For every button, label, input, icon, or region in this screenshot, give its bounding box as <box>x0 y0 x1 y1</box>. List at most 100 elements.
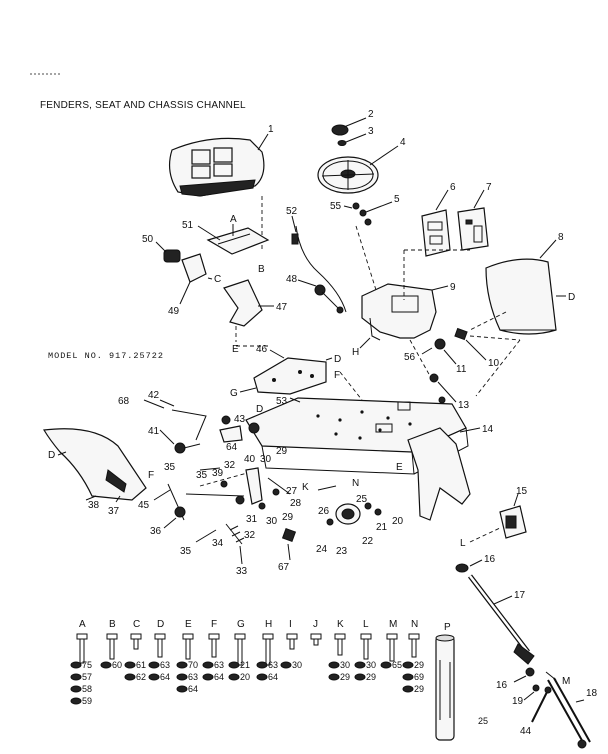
ref-F-upper: F <box>334 370 340 381</box>
hardware-item: 59 <box>82 696 92 706</box>
steering-nut <box>337 140 347 146</box>
hardware-letter-K: K <box>337 619 344 630</box>
washer-icon <box>70 673 82 681</box>
steering-wheel <box>317 156 379 194</box>
washer-icon <box>70 697 82 705</box>
callout-42: 42 <box>148 390 160 401</box>
hardware-item: 63 <box>188 672 198 682</box>
seat-support-bracket <box>206 227 270 255</box>
hardware-item: 29 <box>414 684 424 694</box>
tie-rod <box>547 677 591 749</box>
hardware-item: 61 <box>136 660 146 670</box>
callout-28: 28 <box>290 498 302 509</box>
hardware-letter-H: H <box>265 619 272 630</box>
ref-M: M <box>562 676 570 687</box>
hardware-letter-J: J <box>313 619 318 630</box>
page-number: 25 <box>478 716 488 726</box>
hardware-item: 64 <box>160 672 170 682</box>
hardware-item: 60 <box>112 660 122 670</box>
callout-16-bottom: 16 <box>496 680 508 691</box>
hardware-letter-N: N <box>411 619 418 630</box>
ref-L: L <box>460 538 466 549</box>
ignition-switch <box>434 338 446 350</box>
callout-49: 49 <box>168 306 180 317</box>
bolt-44 <box>531 686 552 723</box>
diagram-title: FENDERS, SEAT AND CHASSIS CHANNEL <box>40 100 246 111</box>
callout-56: 56 <box>404 352 416 363</box>
hardware-letter-C: C <box>133 619 140 630</box>
bolt-icon <box>408 633 420 640</box>
bolt-icon <box>310 633 322 640</box>
callout-52: 52 <box>286 206 298 217</box>
hardware-item: 58 <box>82 684 92 694</box>
callout-47: 47 <box>276 302 288 313</box>
callout-27: 27 <box>286 486 298 497</box>
bolt-icon <box>334 633 346 640</box>
callout-24: 24 <box>316 544 328 555</box>
washer-icon <box>228 661 240 669</box>
bolt-icon <box>386 633 398 640</box>
callout-1: 1 <box>268 124 274 135</box>
bolt-icon <box>286 633 298 640</box>
washer-icon <box>176 685 188 693</box>
dash-console <box>361 283 437 341</box>
rear-fender <box>43 428 147 501</box>
callout-8: 8 <box>558 232 564 243</box>
callout-30-top: 30 <box>260 454 272 465</box>
rear-cover <box>485 258 557 335</box>
callout-53: 53 <box>276 396 288 407</box>
hardware-item: 64 <box>214 672 224 682</box>
callout-19: 19 <box>512 696 524 707</box>
hardware-letter-I: I <box>289 619 292 630</box>
callout-43: 43 <box>234 414 246 425</box>
washer-icon <box>202 673 214 681</box>
hardware-item: 63 <box>160 660 170 670</box>
callout-9: 9 <box>450 282 456 293</box>
callout-41: 41 <box>148 426 160 437</box>
callout-67: 67 <box>278 562 290 573</box>
washer-icon <box>256 673 268 681</box>
ref-D-right: D <box>568 292 575 303</box>
callout-45: 45 <box>138 500 150 511</box>
callout-35-mid: 35 <box>164 462 176 473</box>
decal-7 <box>457 207 489 251</box>
washer-icon <box>124 661 136 669</box>
hardware-letter-G: G <box>237 619 245 630</box>
callout-17: 17 <box>514 590 526 601</box>
ref-C: C <box>214 274 221 285</box>
ref-K: K <box>302 482 309 493</box>
callout-16-top: 16 <box>484 554 496 565</box>
clutch-pulley <box>317 485 382 526</box>
ref-H: H <box>352 347 359 358</box>
callout-22: 22 <box>362 536 374 547</box>
callout-68: 68 <box>118 396 130 407</box>
hardware-item: 30 <box>292 660 302 670</box>
brake-rod <box>171 409 260 454</box>
washer-icon <box>202 661 214 669</box>
callout-10: 10 <box>488 358 500 369</box>
washer-icon <box>70 685 82 693</box>
callout-36: 36 <box>150 526 162 537</box>
hardware-letter-B: B <box>109 619 116 630</box>
callout-14: 14 <box>482 424 494 435</box>
touch-up-paint-tube: P <box>435 622 455 741</box>
washer-icon <box>354 673 366 681</box>
washer-icon <box>354 661 366 669</box>
hardware-item: 21 <box>240 660 250 670</box>
seat-hinge-bracket <box>223 279 263 327</box>
washer-icon <box>228 673 240 681</box>
washer-icon <box>70 661 82 669</box>
hardware-item: 20 <box>240 672 250 682</box>
switch-10 <box>454 327 468 341</box>
bolt-icon <box>154 633 166 640</box>
bolt-icon <box>208 633 220 640</box>
hardware-item: 63 <box>214 660 224 670</box>
callout-15: 15 <box>516 486 528 497</box>
callout-39: 39 <box>212 468 224 479</box>
